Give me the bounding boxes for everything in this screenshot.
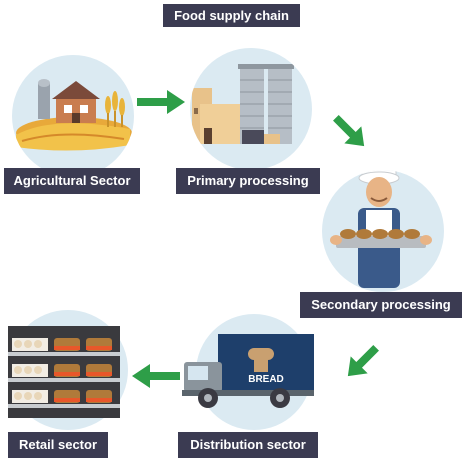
factory-icon <box>192 64 294 144</box>
stage-label: Secondary processing <box>300 292 462 318</box>
farm-illustration <box>12 55 134 177</box>
baker-icon <box>330 170 432 288</box>
arrow-left-icon <box>132 364 180 388</box>
diagram-title: Food supply chain <box>163 4 300 27</box>
factory-illustration <box>190 48 312 170</box>
shop-shelves-icon <box>8 326 120 418</box>
stage-label: Primary processing <box>176 168 320 194</box>
truck-icon <box>182 334 314 408</box>
arrow-right-icon <box>137 90 185 114</box>
farm-icon <box>16 79 132 151</box>
arrow-down-right-icon <box>333 115 365 147</box>
truck-text: BREAD <box>248 374 284 385</box>
baker-illustration <box>322 170 444 292</box>
stage-label: Agricultural Sector <box>4 168 140 194</box>
stage-label: Retail sector <box>8 432 108 458</box>
arrow-down-left-icon <box>347 345 379 377</box>
stage-label: Distribution sector <box>178 432 318 458</box>
